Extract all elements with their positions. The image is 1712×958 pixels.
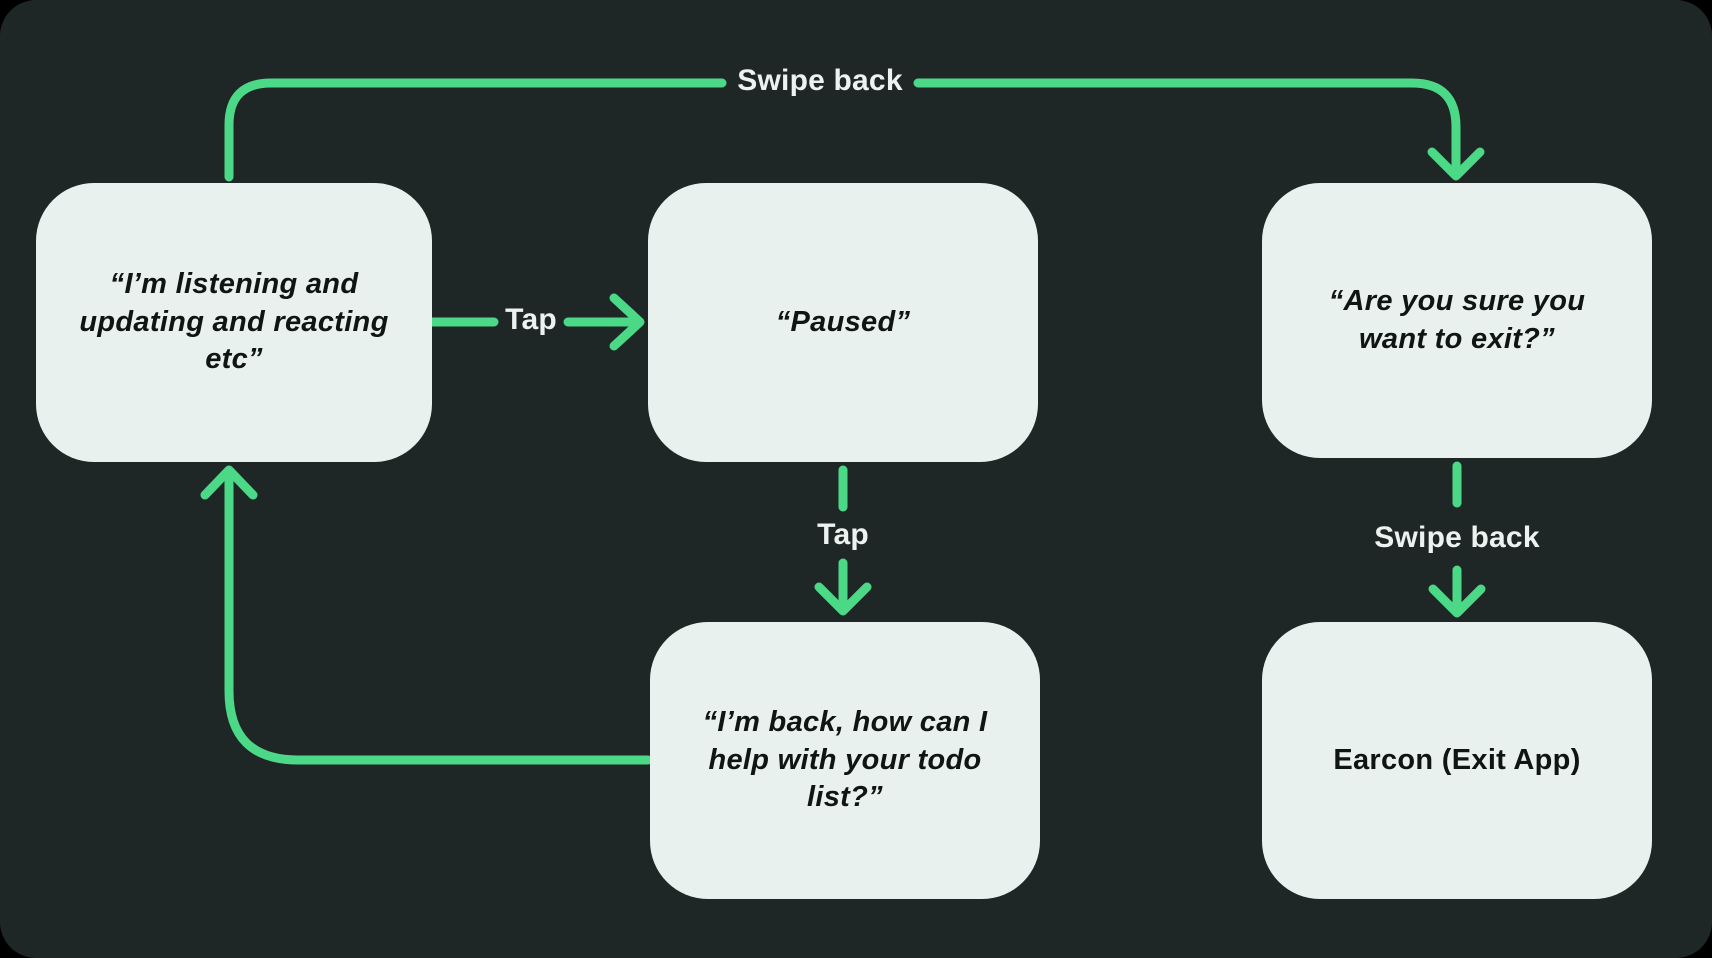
node-earcon-exit-text: Earcon (Exit App) [1333,743,1581,776]
node-confirm-exit: “Are you sure you want to exit?” [1262,183,1652,458]
edge-label-swipe-back-vertical: Swipe back [1374,521,1540,554]
edge-tap-vertical-arrowhead [814,582,872,616]
edge-swipe-back-top-arrowhead [1427,147,1485,181]
edge-return-loop-arrowhead [200,465,258,500]
edge-swipe-back-vertical-arrowhead [1428,584,1486,618]
edge-tap-horizontal-arrowhead [609,293,645,351]
node-paused-text: “Paused” [775,305,911,338]
node-listening-text: “I’m listening and updating and reacting… [79,267,389,376]
node-back-helping-text: “I’m back, how can I help with your todo… [702,705,988,814]
node-back-helping: “I’m back, how can I help with your todo… [650,622,1040,899]
node-listening: “I’m listening and updating and reacting… [36,183,432,462]
edge-label-tap-vertical: Tap [817,518,869,551]
node-earcon-exit: Earcon (Exit App) [1262,622,1652,899]
edge-label-tap-horizontal: Tap [505,303,557,336]
edge-swipe-back-top-right [913,78,1461,173]
node-confirm-exit-text: “Are you sure you want to exit?” [1328,284,1586,355]
edge-swipe-back-top-left [224,78,727,182]
edge-label-swipe-back-top: Swipe back [737,64,903,97]
node-paused: “Paused” [648,183,1038,462]
edge-return-loop [224,475,653,765]
